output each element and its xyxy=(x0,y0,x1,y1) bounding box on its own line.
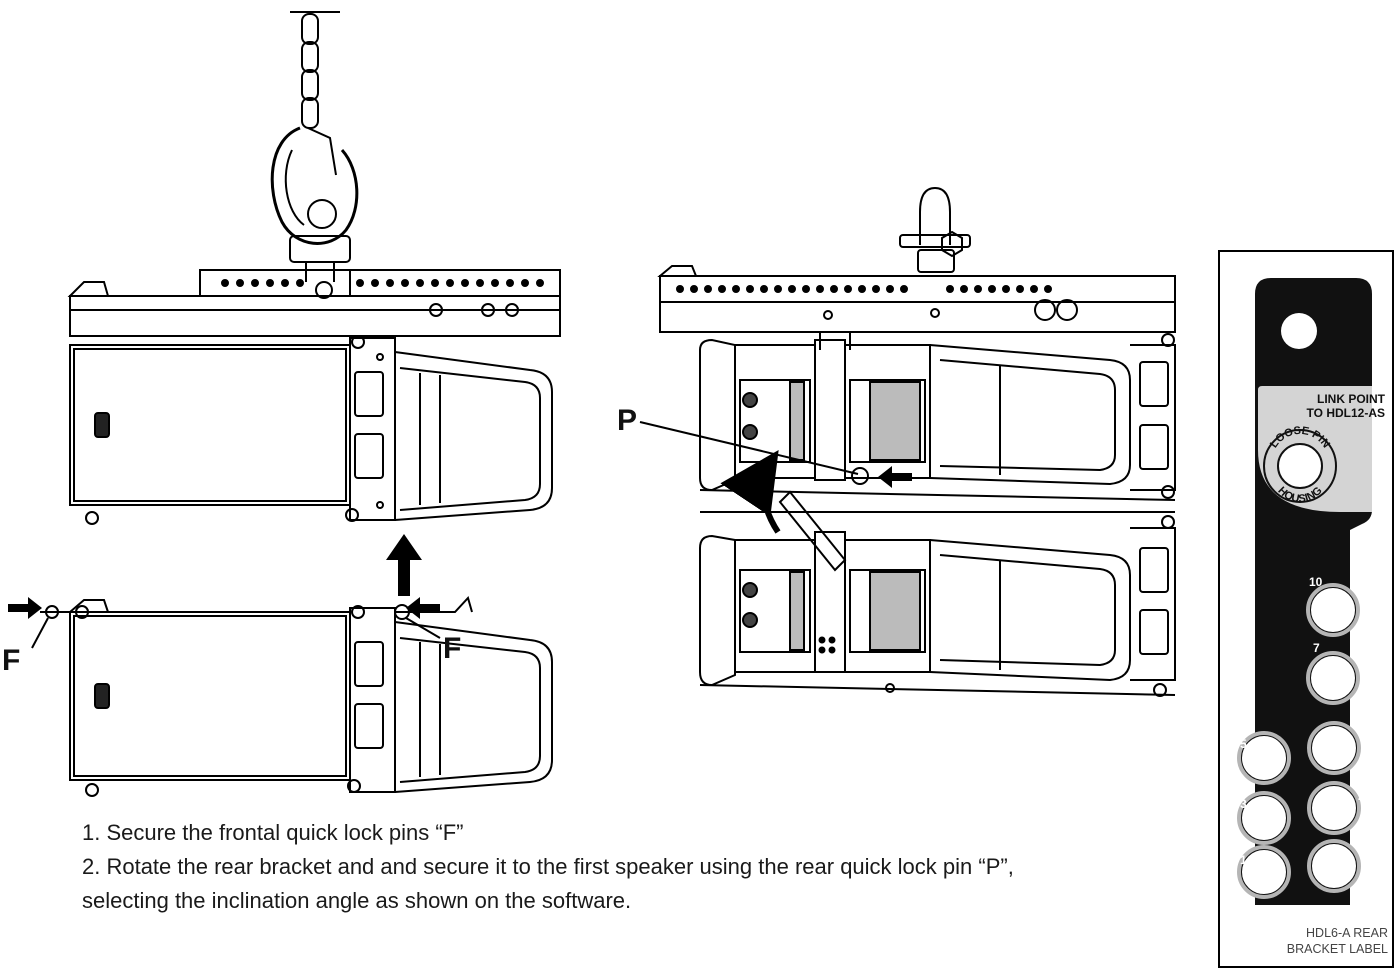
chain-hook xyxy=(270,11,359,299)
center-rigging-frame xyxy=(657,265,1176,350)
p-pin-arrow xyxy=(878,466,912,488)
hole-number-1: 1 xyxy=(1240,853,1247,867)
f-leader-lines xyxy=(31,617,441,649)
link-point-text: LINK POINT TO HDL12-AS xyxy=(1265,392,1385,420)
instructions: 1. Secure the frontal quick lock pins “F… xyxy=(82,816,1122,918)
hole-number-10: 10 xyxy=(1309,575,1323,589)
p-leader-line xyxy=(639,421,859,475)
shackle xyxy=(899,186,971,273)
rear-bracket xyxy=(778,490,847,572)
instruction-step-2-line-2: selecting the inclination angle as shown… xyxy=(82,888,632,913)
pin-arrows xyxy=(8,597,440,619)
label-f-right: F xyxy=(443,632,462,665)
hole-number-4: 4 xyxy=(1355,719,1362,733)
link-point-line2: TO HDL12-AS xyxy=(1306,406,1385,420)
hole-number-2: 2 xyxy=(1358,789,1365,803)
instruction-step-2-line-1: 2. Rotate the rear bracket and and secur… xyxy=(82,854,1014,879)
left-upper-speaker xyxy=(69,335,553,525)
left-rigging-frame xyxy=(67,269,561,337)
center-lower-speaker xyxy=(699,515,1176,697)
hole-number-0: 0 xyxy=(1358,845,1365,859)
caption-line2: BRACKET LABEL xyxy=(1286,942,1388,956)
hole-number-3: 3 xyxy=(1240,797,1247,811)
hole-number-5: 5 xyxy=(1240,737,1247,751)
center-upper-speaker xyxy=(699,333,1176,513)
link-point-line1: LINK POINT xyxy=(1317,392,1385,406)
left-lower-speaker xyxy=(40,596,553,797)
instruction-step-1: 1. Secure the frontal quick lock pins “F… xyxy=(82,820,464,845)
hole-number-7: 7 xyxy=(1313,641,1320,655)
bracket-label-caption: HDL6-A REAR BRACKET LABEL xyxy=(1226,925,1388,957)
caption-line1: HDL6-A REAR xyxy=(1306,926,1388,940)
rotate-arrow xyxy=(720,450,781,534)
label-p: P xyxy=(617,404,638,437)
lift-arrow xyxy=(386,534,422,596)
label-f-left: F xyxy=(2,644,21,677)
